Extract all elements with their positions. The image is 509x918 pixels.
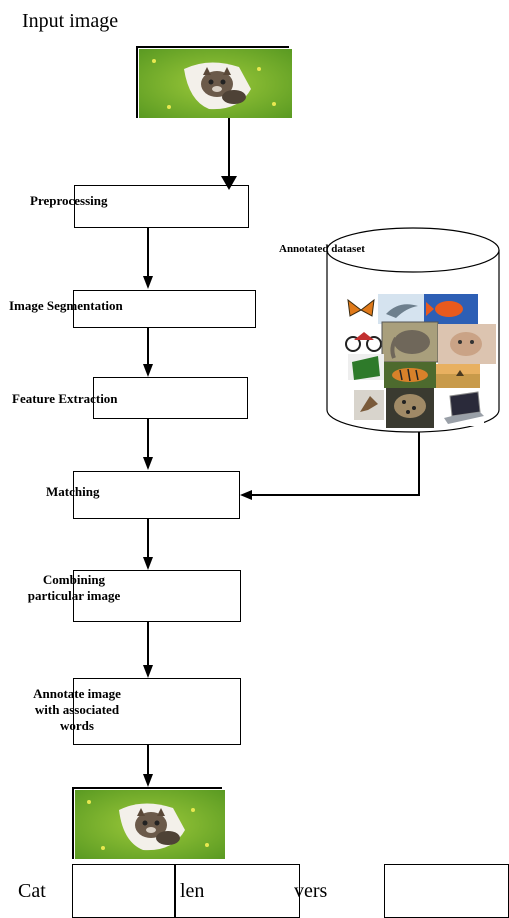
output-word-3: vers	[294, 880, 328, 902]
annotate-label-line1: Annotate image	[33, 686, 121, 701]
input-image-frame-left	[136, 46, 138, 118]
cat-in-grass-photo-icon	[75, 790, 225, 859]
annotate-box	[73, 678, 241, 745]
dolphin-icon	[378, 294, 424, 324]
goldfish-icon	[424, 294, 478, 324]
input-image	[139, 49, 292, 118]
matching-box	[73, 471, 240, 519]
savanna-icon	[436, 364, 480, 388]
cat-in-grass-photo-icon	[139, 49, 292, 118]
motorcycle-icon	[344, 324, 382, 354]
matching-label: Matching	[46, 484, 100, 499]
dataset-cylinder-top	[326, 227, 500, 273]
input-image-frame-top	[136, 46, 289, 48]
tiger-icon	[384, 362, 436, 388]
annotate-label-line3: words	[60, 718, 94, 733]
annotate-label: Annotate image with associated words	[18, 686, 136, 734]
green-laptop-icon	[348, 354, 384, 380]
dataset-label: Annotated dataset	[279, 243, 365, 255]
combining-box	[73, 570, 241, 622]
feature-extraction-box	[93, 377, 248, 419]
combining-label: Combining particular image	[16, 572, 132, 604]
dataset-thumbnails	[344, 294, 496, 428]
arrow-dataset-to-matching	[250, 432, 420, 496]
combining-label-line2: particular image	[27, 588, 121, 603]
preprocessing-label: Preprocessing	[30, 193, 108, 208]
output-image-frame-top	[72, 787, 222, 789]
leopard-icon	[386, 388, 434, 428]
butterfly-icon	[344, 296, 378, 324]
output-image	[75, 790, 225, 859]
feature-extraction-label: Feature Extraction	[12, 391, 118, 406]
laptop-icon	[440, 390, 484, 426]
segmentation-box	[73, 290, 256, 328]
output-image-frame-left	[72, 787, 74, 859]
output-word-cat: Cat	[18, 880, 46, 902]
elephant-icon	[381, 321, 439, 363]
input-image-title: Input image	[22, 10, 119, 32]
output-word-2: len	[180, 880, 205, 902]
kitten-icon	[438, 324, 496, 364]
preprocessing-box	[74, 185, 249, 228]
bird-icon	[354, 390, 384, 420]
annotate-label-line2: with associated	[34, 702, 120, 717]
segmentation-label: Image Segmentation	[9, 298, 123, 313]
combining-label-line1: Combining	[42, 572, 106, 587]
